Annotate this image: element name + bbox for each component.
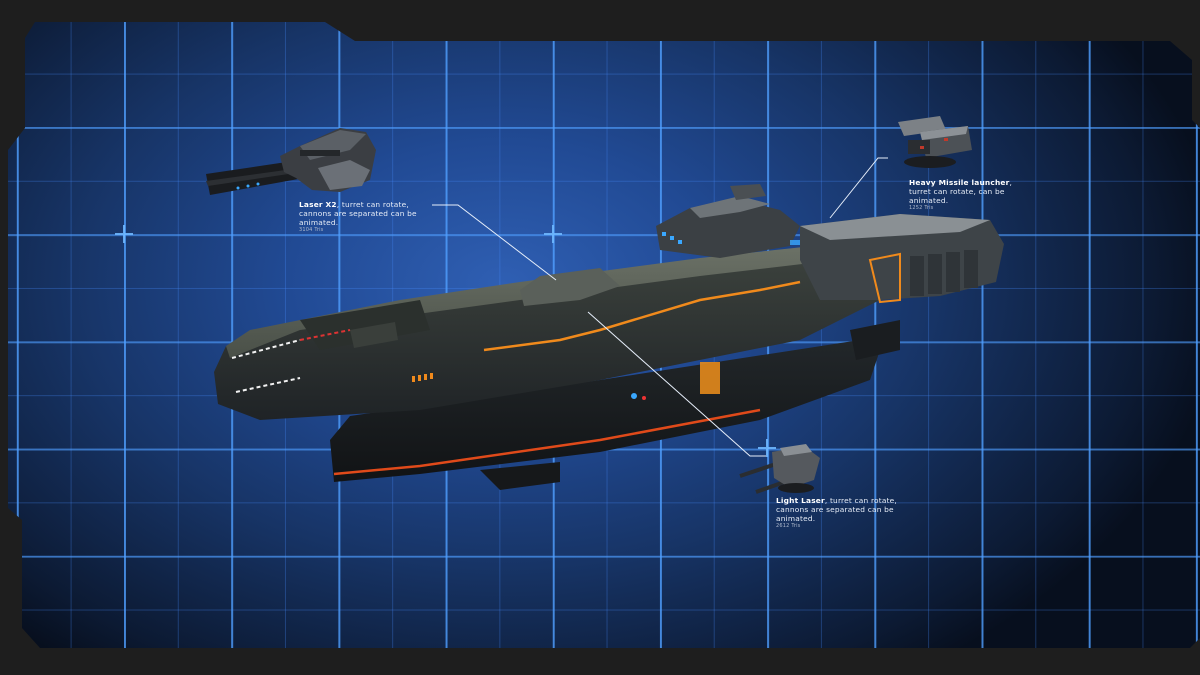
callout-description: , turret can rotate, can be animated. [909,178,1013,205]
tris-count: 3104 Tris [299,227,324,233]
callout-laser-x2: Laser X2, turret can rotate, cannons are… [299,200,434,234]
callout-name: Heavy Missile launcher [909,178,1010,187]
tris-count: 1252 Tris [909,205,934,211]
callout-description: , turret can rotate, cannons are separat… [299,200,417,227]
callout-name: Laser X2 [299,200,337,209]
callout-heavy-missile-launcher: Heavy Missile launcher, turret can rotat… [909,178,1021,212]
callout-light-laser: Light Laser, turret can rotate, cannons … [776,496,911,530]
callout-description: , turret can rotate, cannons are separat… [776,496,897,523]
callout-name: Light Laser [776,496,825,505]
tris-count: 2612 Tris [776,523,801,529]
